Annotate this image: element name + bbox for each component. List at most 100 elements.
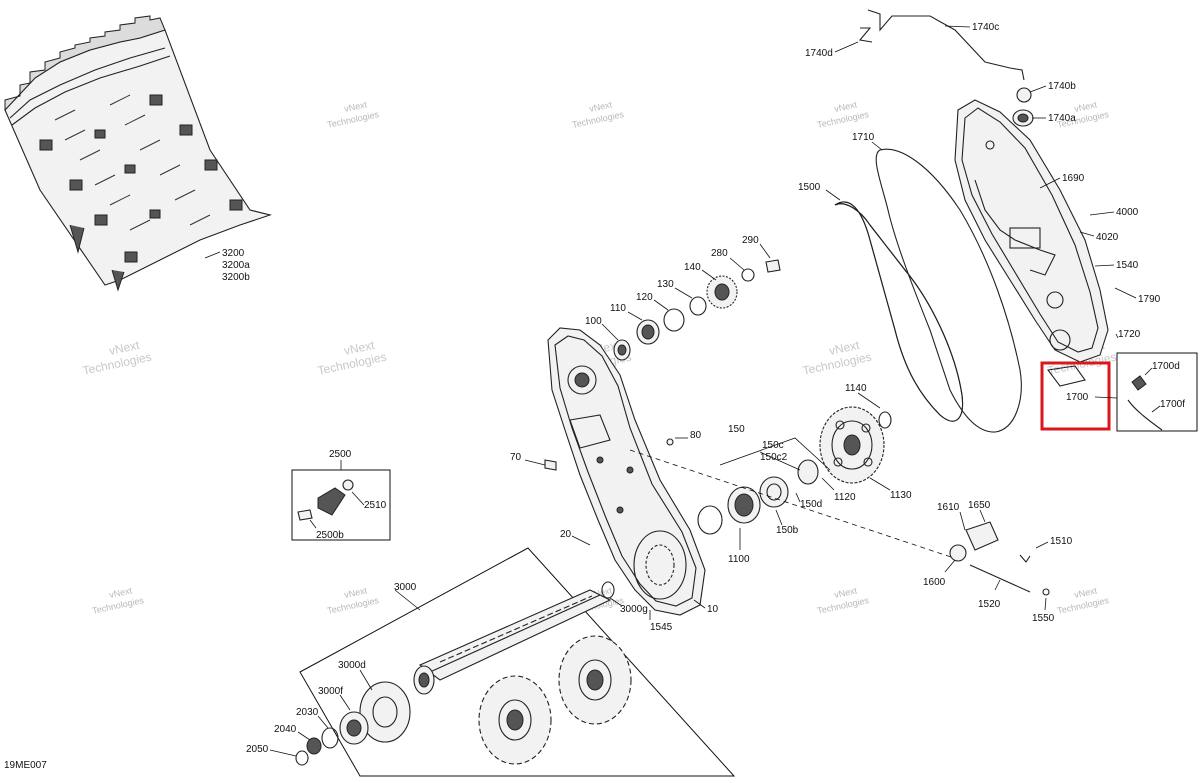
chaincase-housing [547, 327, 706, 616]
track-slots [54, 94, 211, 231]
svg-text:vNext: vNext [1073, 99, 1098, 114]
lower-gear-stack [697, 406, 892, 535]
svg-text:vNext: vNext [343, 585, 368, 600]
label-1790: 1790 [1138, 294, 1161, 305]
svg-text:vNext: vNext [833, 99, 858, 114]
leader-280 [729, 257, 745, 271]
leader-4020 [1079, 231, 1095, 237]
watermark: vNext Technologies [326, 99, 380, 130]
label-70: 70 [510, 452, 522, 463]
label-140: 140 [684, 262, 701, 273]
leader-1710 [871, 141, 883, 151]
label-1500: 1500 [798, 182, 821, 193]
chain-1500 [834, 201, 964, 422]
leader-2030 [317, 715, 329, 729]
label-110: 110 [610, 303, 626, 314]
watermark: vNext Technologies [81, 338, 152, 378]
label-10: 10 [707, 604, 719, 615]
label-1700d: 1700d [1152, 361, 1180, 372]
label-290: 290 [742, 235, 759, 246]
svg-text:vNext: vNext [108, 585, 133, 600]
sprocket-right [558, 635, 632, 725]
leader-1610 [959, 511, 966, 531]
track-clips [39, 94, 243, 263]
leader-3000 [394, 589, 421, 611]
watermark: vNext Technologies [316, 338, 387, 378]
label-1700: 1700 [1066, 392, 1089, 403]
leader-1140 [857, 392, 881, 409]
label-1545: 1545 [650, 622, 673, 633]
label-1650: 1650 [968, 500, 991, 511]
leader-1120 [821, 477, 835, 491]
leader-150d [795, 492, 801, 503]
watermark: vNext Technologies [816, 99, 870, 130]
svg-text:vNext: vNext [1073, 585, 1098, 600]
label-1100: 1100 [728, 554, 750, 565]
assembly-axis-line [629, 449, 961, 561]
leader-10 [693, 599, 706, 609]
box-1700-detail [1116, 352, 1198, 432]
label-1610: 1610 [937, 502, 960, 513]
leader-1600 [944, 559, 956, 573]
label-3200a: 3200a [222, 260, 250, 271]
label-2040: 2040 [274, 724, 297, 735]
label-4000: 4000 [1116, 207, 1139, 218]
cable-1740 [858, 9, 1034, 127]
label-1700f: 1700f [1160, 399, 1185, 410]
box-3000 [299, 547, 736, 777]
label-4020: 4020 [1096, 232, 1119, 243]
label-2050: 2050 [246, 744, 269, 755]
leader-1540 [1094, 264, 1115, 267]
leader-100 [601, 323, 619, 341]
chain-1710 [875, 148, 1022, 433]
leader-2500b [309, 519, 317, 529]
leader-2040 [297, 731, 311, 741]
upper-shaft-parts [613, 259, 781, 361]
label-1720: 1720 [1118, 329, 1141, 340]
leader-1700d [1144, 367, 1153, 376]
leader-1740d [834, 41, 859, 53]
leader-1740c [944, 25, 971, 28]
leader-1790 [1114, 287, 1137, 299]
label-2500b: 2500b [316, 530, 344, 541]
label-1740c: 1740c [972, 22, 999, 33]
label-1740d: 1740d [805, 48, 833, 59]
label-1740b: 1740b [1048, 81, 1076, 92]
svg-text:vNext: vNext [833, 585, 858, 600]
leader-150 [719, 437, 831, 471]
svg-text:vNext: vNext [588, 99, 613, 114]
label-100: 100 [585, 316, 602, 327]
label-1690: 1690 [1062, 173, 1085, 184]
label-120: 120 [636, 292, 653, 303]
leader-290 [759, 243, 771, 259]
leader-1690 [1039, 177, 1061, 189]
leader-150c [759, 451, 801, 471]
label-1540: 1540 [1116, 260, 1139, 271]
leader-1550 [1044, 597, 1047, 611]
watermark: vNext Technologies [801, 338, 872, 378]
leader-1740b [1029, 85, 1047, 93]
leader-1700 [1094, 396, 1118, 399]
label-130: 130 [657, 279, 674, 290]
svg-text:vNext: vNext [343, 99, 368, 114]
label-150c2: 150c2 [760, 452, 788, 463]
label-150: 150 [728, 424, 745, 435]
leader-1500 [825, 189, 841, 201]
label-150d: 150d [800, 499, 822, 510]
label-3200b: 3200b [222, 272, 250, 283]
leader-130 [674, 287, 693, 299]
bearing-plate-3000d [359, 681, 411, 743]
label-1520: 1520 [978, 599, 1001, 610]
watermark: vNext Technologies [816, 585, 870, 616]
leader-140 [701, 269, 717, 281]
tensioner-parts [949, 521, 1050, 596]
label-3200: 3200 [222, 248, 245, 259]
label-2500: 2500 [329, 449, 352, 460]
label-1740a: 1740a [1048, 113, 1076, 124]
leader-2050 [269, 749, 297, 757]
label-80: 80 [690, 430, 702, 441]
svg-text:vNext: vNext [343, 338, 377, 358]
track-section-3200 [4, 15, 272, 292]
driveshaft-3000 [413, 581, 615, 695]
watermark: vNext Technologies [91, 585, 145, 616]
